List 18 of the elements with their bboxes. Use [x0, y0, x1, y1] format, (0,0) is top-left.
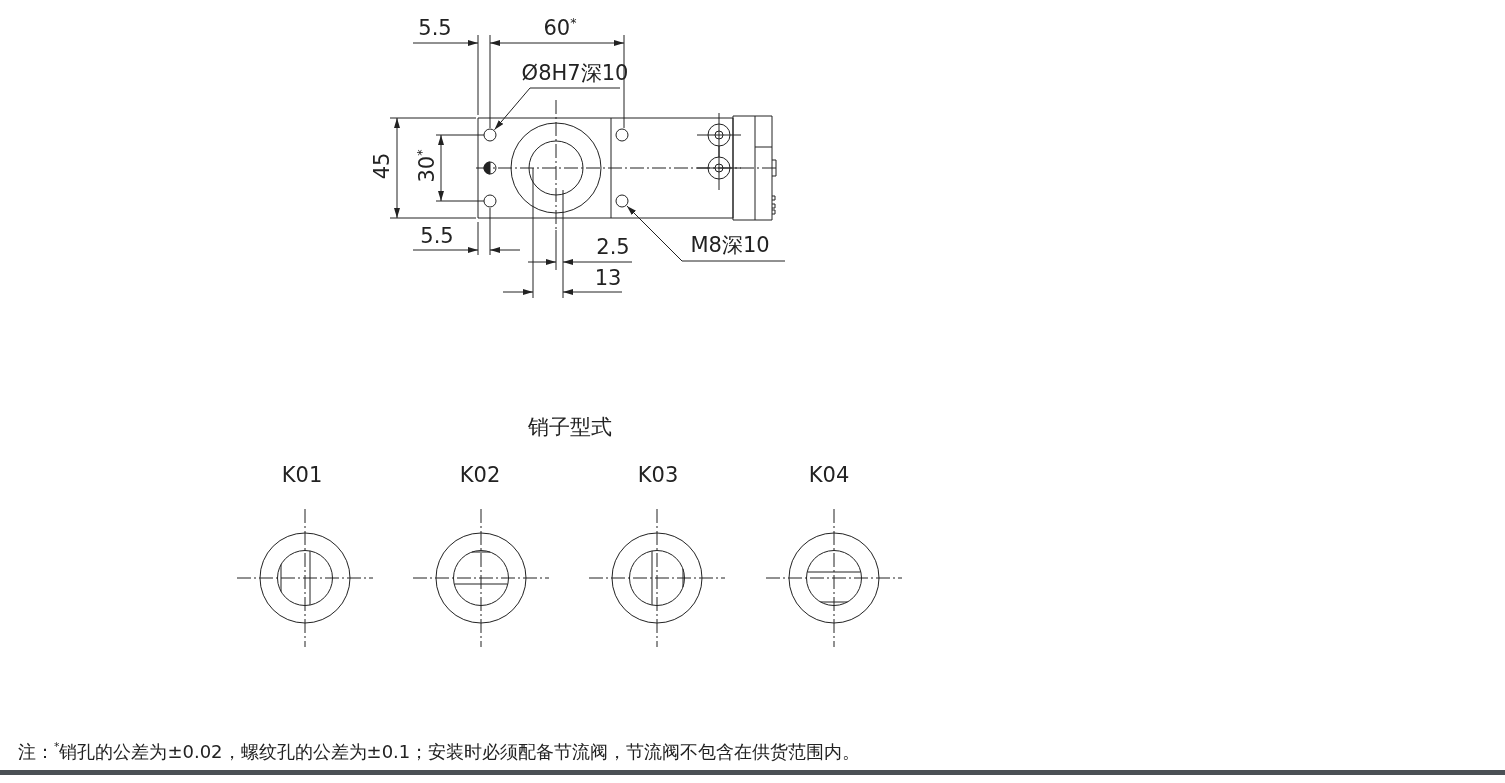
- dimension-value: 5.5: [420, 225, 454, 247]
- dimension-value: 60$^{*}$: [543, 17, 577, 39]
- mounting-hole: [615, 194, 629, 208]
- dimension-value: 45: [371, 152, 393, 180]
- footnote-text: 注：$^{*}$销孔的公差为±0.02，螺纹孔的公差为±0.1；安装时必须配备节流阀，节流阀不包含在供货范围内。: [18, 743, 861, 761]
- dimension-value: 13: [594, 267, 622, 289]
- section-heading: 销子型式: [528, 416, 612, 438]
- dimension-value: 5.5: [418, 17, 452, 39]
- callout-text: Ø8H7深10: [521, 62, 629, 84]
- pin-type-label: K02: [459, 464, 501, 486]
- dimension-value: 2.5: [596, 236, 630, 258]
- callout-text: M8深10: [690, 234, 770, 256]
- pin-type-label: K04: [808, 464, 850, 486]
- pin-type-label: K01: [281, 464, 323, 486]
- mounting-hole: [483, 128, 497, 142]
- leader-line: [626, 205, 786, 262]
- pin-type-label: K03: [637, 464, 679, 486]
- leader-line: [494, 87, 621, 131]
